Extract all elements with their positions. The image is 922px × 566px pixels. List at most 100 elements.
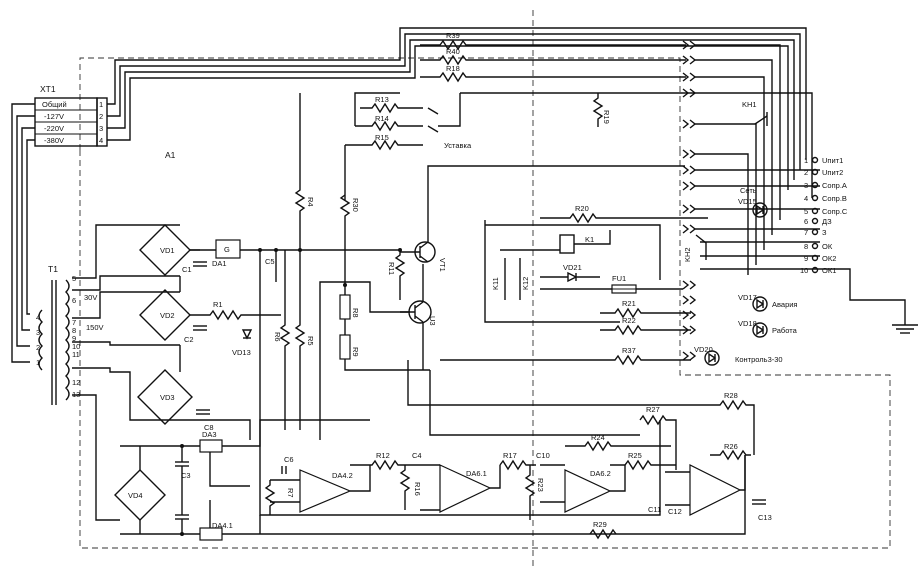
- svg-text:ОК: ОК: [822, 242, 833, 251]
- svg-text:6: 6: [72, 296, 76, 305]
- svg-text:R16: R16: [413, 482, 422, 496]
- resistor-r11: R11: [387, 248, 406, 300]
- svg-text:DA1: DA1: [212, 259, 227, 268]
- output-terminals: 1 2 3 4 5 6 7 8 9 10 Uпит1 Uпит2 Сопр.А …: [800, 156, 848, 275]
- svg-text:R15: R15: [375, 133, 389, 142]
- svg-text:8: 8: [72, 326, 76, 335]
- connector-xt1: XT1 Общий -127V -220V -380V 1 2 3 4: [11, 27, 807, 363]
- opamp-da4-2: DA6.1 C4: [412, 451, 501, 513]
- setpoint-resistors: R13 R14 R15 Уставка: [344, 92, 472, 200]
- xt1-label-220: -220V: [44, 124, 64, 133]
- led-set-label: Сеть: [740, 186, 757, 195]
- svg-text:R6: R6: [273, 332, 282, 342]
- bridge-vd3: VD3: [137, 369, 193, 425]
- resistor-r8: R8: [339, 294, 360, 320]
- svg-text:VD13: VD13: [232, 348, 251, 357]
- svg-text:R7: R7: [286, 488, 295, 498]
- svg-text:7: 7: [72, 318, 76, 327]
- caps-bottom-left: C3: [175, 446, 191, 534]
- svg-text:C10: C10: [536, 451, 550, 460]
- svg-text:K11: K11: [491, 277, 500, 290]
- tap-30v: 30V: [84, 293, 97, 302]
- svg-text:C6: C6: [284, 455, 294, 464]
- svg-text:R17: R17: [503, 451, 517, 460]
- resistor-r17: R17: [499, 451, 536, 471]
- svg-text:R19: R19: [602, 110, 611, 124]
- svg-text:12: 12: [72, 378, 80, 387]
- svg-text:VD4: VD4: [128, 491, 143, 500]
- xt1-pin-4: 4: [99, 136, 103, 145]
- svg-text:K1: K1: [585, 235, 594, 244]
- led-vd15: Сеть VD15: [738, 186, 768, 218]
- svg-text:VT1: VT1: [438, 258, 447, 272]
- led-control-label: Контроль3-30: [735, 355, 783, 364]
- resistor-r37: R37: [440, 346, 691, 366]
- resistor-r12: R12: [350, 451, 413, 471]
- svg-text:Uпит1: Uпит1: [822, 156, 843, 165]
- opamp-da6-2: C12 C11: [648, 455, 746, 516]
- svg-text:FU1: FU1: [612, 274, 626, 283]
- relay-k1: K1 K11 K12: [484, 220, 661, 323]
- svg-text:C8: C8: [204, 423, 214, 432]
- svg-text:11: 11: [72, 350, 80, 359]
- xt1-label-common: Общий: [42, 100, 67, 109]
- svg-text:9: 9: [72, 334, 76, 343]
- svg-text:R25: R25: [628, 451, 642, 460]
- svg-text:VD20: VD20: [694, 345, 713, 354]
- svg-text:1: 1: [804, 156, 808, 165]
- resistor-r30: R30: [339, 194, 360, 285]
- led-vd17: VD17 Авария: [738, 293, 798, 312]
- svg-text:10: 10: [72, 342, 80, 351]
- tap-150v: 150V: [86, 323, 104, 332]
- svg-text:R8: R8: [351, 308, 360, 318]
- resistor-bank-top: R39 R40 R18: [420, 31, 686, 83]
- svg-text:R9: R9: [351, 347, 360, 357]
- resistor-r20: R20: [540, 204, 708, 224]
- svg-text:R11: R11: [387, 262, 396, 275]
- transistor-vt1: VT1: [400, 165, 685, 272]
- svg-text:R5: R5: [306, 336, 315, 346]
- resistor-r16: R16: [399, 465, 422, 510]
- svg-text:R1: R1: [213, 300, 223, 309]
- cap-c8: C8: [196, 409, 214, 432]
- svg-text:R13: R13: [375, 95, 389, 104]
- svg-text:R28: R28: [724, 391, 738, 400]
- svg-text:DA4.1: DA4.1: [212, 521, 233, 530]
- svg-text:DA6.1: DA6.1: [466, 469, 487, 478]
- svg-text:2: 2: [36, 343, 40, 352]
- output-rails: [460, 44, 918, 334]
- svg-text:R18: R18: [446, 64, 460, 73]
- svg-text:R21: R21: [622, 299, 636, 308]
- svg-text:VD3: VD3: [160, 393, 175, 402]
- resistor-r5: R5: [294, 250, 315, 430]
- connector-arrows: [682, 40, 697, 361]
- svg-text:K12: K12: [521, 277, 530, 290]
- resistor-r22: R22: [600, 316, 691, 336]
- svg-text:KH2: KH2: [683, 247, 692, 262]
- svg-text:VD15: VD15: [738, 197, 757, 206]
- resistor-r28: R28: [407, 360, 755, 455]
- led-vd20: VD20 Контроль3-30: [694, 345, 783, 366]
- ic-da1: G DA1 C5: [190, 239, 400, 268]
- svg-text:C12: C12: [668, 507, 682, 516]
- diode-vd13: VD13: [232, 329, 253, 357]
- svg-text:3: 3: [804, 181, 808, 190]
- diode-vd21: VD21: [540, 263, 600, 283]
- resistor-r25: R25: [610, 451, 676, 471]
- bridge-vd4: VD4: [114, 446, 166, 534]
- board-ref: A1: [165, 150, 176, 160]
- svg-text:R37: R37: [622, 346, 636, 355]
- setpoint-label: Уставка: [444, 141, 472, 150]
- svg-text:R4: R4: [306, 197, 315, 207]
- svg-text:C13: C13: [758, 513, 772, 522]
- relay-kh2: KH2: [683, 234, 707, 262]
- xt1-pin-3: 3: [99, 124, 103, 133]
- svg-text:ОК1: ОК1: [822, 266, 836, 275]
- svg-text:6: 6: [804, 217, 808, 226]
- resistor-r23: R23: [524, 465, 545, 520]
- resistor-r9: R9: [339, 285, 430, 371]
- resistor-r6: R6: [273, 250, 291, 430]
- resistor-r21: R21: [600, 299, 691, 319]
- svg-text:4: 4: [804, 194, 808, 203]
- svg-text:Сопр.С: Сопр.С: [822, 207, 848, 216]
